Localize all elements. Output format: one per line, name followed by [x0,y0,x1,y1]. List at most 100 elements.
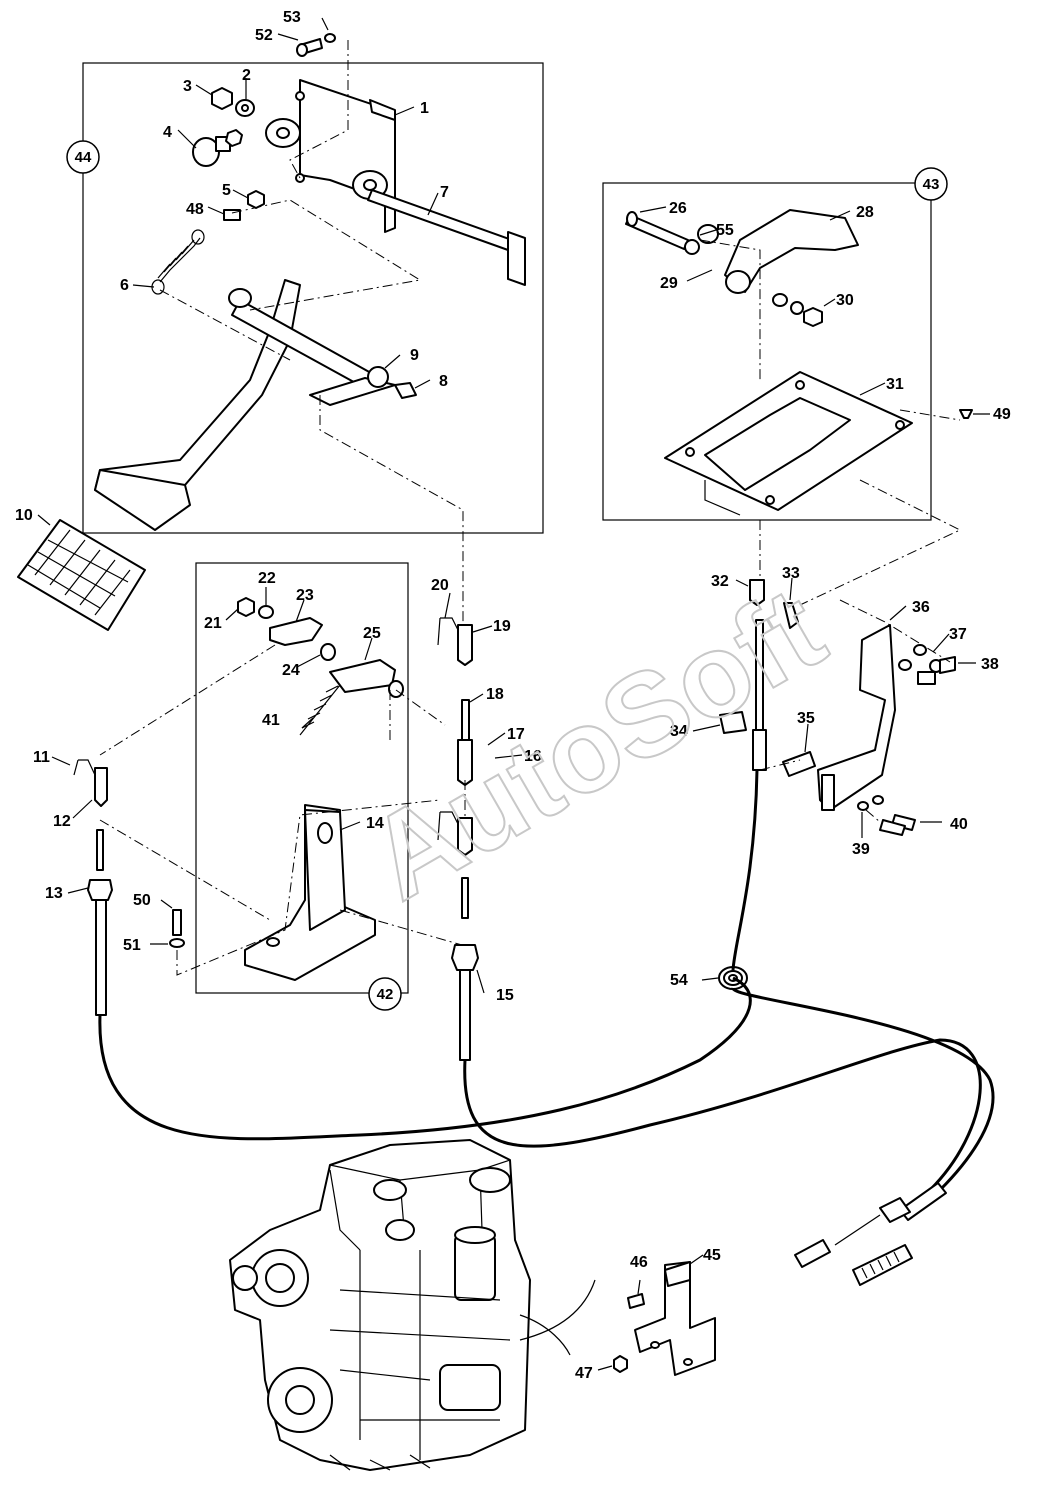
cable-bracket [817,624,956,836]
washer-39 [857,801,869,811]
bolt-38 [939,656,956,674]
spacer-29 [697,224,719,244]
callout-45[interactable]: 45 [703,1247,721,1264]
callout-8[interactable]: 8 [439,373,448,390]
pedal-pad [94,469,191,531]
screw-52-53 [296,33,336,57]
callout-36[interactable]: 36 [912,599,930,616]
svg-text:44: 44 [75,149,92,166]
callout-5[interactable]: 5 [222,182,231,199]
block-35 [782,751,816,777]
callout-54[interactable]: 54 [670,972,688,989]
callout-37[interactable]: 37 [949,626,967,643]
callout-49[interactable]: 49 [993,406,1011,423]
callout-40[interactable]: 40 [950,816,968,833]
clevis-12 [94,767,108,807]
callout-38[interactable]: 38 [981,656,999,673]
rubber-boot [852,1244,913,1286]
clamp-34 [719,711,747,734]
callout-53[interactable]: 53 [283,9,301,26]
callout-55[interactable]: 55 [716,222,734,239]
cable-end-fittings [794,1182,947,1286]
callout-9[interactable]: 9 [410,347,419,364]
washer-22 [258,605,274,619]
nut-5 [247,190,265,209]
group-marker-44[interactable]: 44 [66,140,100,174]
pedal-arm [94,279,301,491]
washer-51 [169,938,185,948]
callout-4[interactable]: 4 [163,124,172,141]
callout-6[interactable]: 6 [120,277,129,294]
engine-block [229,1139,531,1471]
group-marker-42[interactable]: 42 [368,977,402,1011]
hand-lever-assembly [625,209,973,516]
callout-30[interactable]: 30 [836,292,854,309]
callout-11[interactable]: 11 [33,749,50,766]
callout-3[interactable]: 3 [183,78,192,95]
callout-2[interactable]: 2 [242,67,251,84]
link-25 [329,659,396,693]
callout-22[interactable]: 22 [258,570,276,587]
throttle-lever [724,209,859,293]
cable-15 [463,1038,982,1192]
callout-34[interactable]: 34 [670,723,688,740]
callout-19[interactable]: 19 [493,618,511,635]
callout-48[interactable]: 48 [186,201,204,218]
callout-10[interactable]: 10 [15,507,33,524]
clip-33 [783,602,799,629]
callout-29[interactable]: 29 [660,275,678,292]
bracket-45 [613,1261,716,1376]
svg-text:42: 42 [377,986,394,1003]
group-box-42 [195,562,409,994]
nut-30 [803,307,823,327]
watermark: AutoSoft [347,562,844,925]
callout-47[interactable]: 47 [575,1365,593,1382]
callout-31[interactable]: 31 [886,376,904,393]
callout-1[interactable]: 1 [420,100,429,117]
clevis-19 [457,624,473,666]
callout-labels: 1 2 3 4 5 6 7 8 9 10 11 12 13 14 15 16 1… [15,9,1011,1382]
callout-18[interactable]: 18 [486,686,504,703]
callout-52[interactable]: 52 [255,27,273,44]
callout-16[interactable]: 16 [524,748,542,765]
callout-35[interactable]: 35 [797,710,815,727]
screw-49 [959,409,973,419]
nut-47 [613,1355,628,1373]
callout-12[interactable]: 12 [53,813,71,830]
callout-17[interactable]: 17 [507,726,525,743]
callout-13[interactable]: 13 [45,885,63,902]
callout-32[interactable]: 32 [711,573,729,590]
callout-25[interactable]: 25 [363,625,381,642]
callout-15[interactable]: 15 [496,987,514,1004]
linkage-assembly [169,597,404,981]
callout-51[interactable]: 51 [123,937,141,954]
bolt-50 [172,909,182,936]
callout-23[interactable]: 23 [296,587,314,604]
callout-41[interactable]: 41 [262,712,280,729]
cable-13 [98,976,752,1141]
cable-end-13 [87,879,113,901]
bolt-48 [223,209,241,221]
svg-text:43: 43 [923,176,940,193]
callout-14[interactable]: 14 [366,815,384,832]
rod-18 [461,699,470,741]
callout-21[interactable]: 21 [204,615,222,632]
group-box-43 [602,182,932,521]
callout-28[interactable]: 28 [856,204,874,221]
nut-3 [211,87,233,110]
callout-24[interactable]: 24 [282,662,300,679]
callout-20[interactable]: 20 [431,577,449,594]
callout-46[interactable]: 46 [630,1254,648,1271]
callout-7[interactable]: 7 [440,184,449,201]
group-box-44 [82,62,544,534]
leader-lines [37,17,990,1371]
callout-33[interactable]: 33 [782,565,800,582]
guide-lines [99,40,962,1356]
spring-41 [299,684,341,736]
callout-26[interactable]: 26 [669,200,687,217]
callout-39[interactable]: 39 [852,841,870,858]
washer-55 [684,239,700,255]
callout-50[interactable]: 50 [133,892,151,909]
group-marker-43[interactable]: 43 [914,167,948,201]
